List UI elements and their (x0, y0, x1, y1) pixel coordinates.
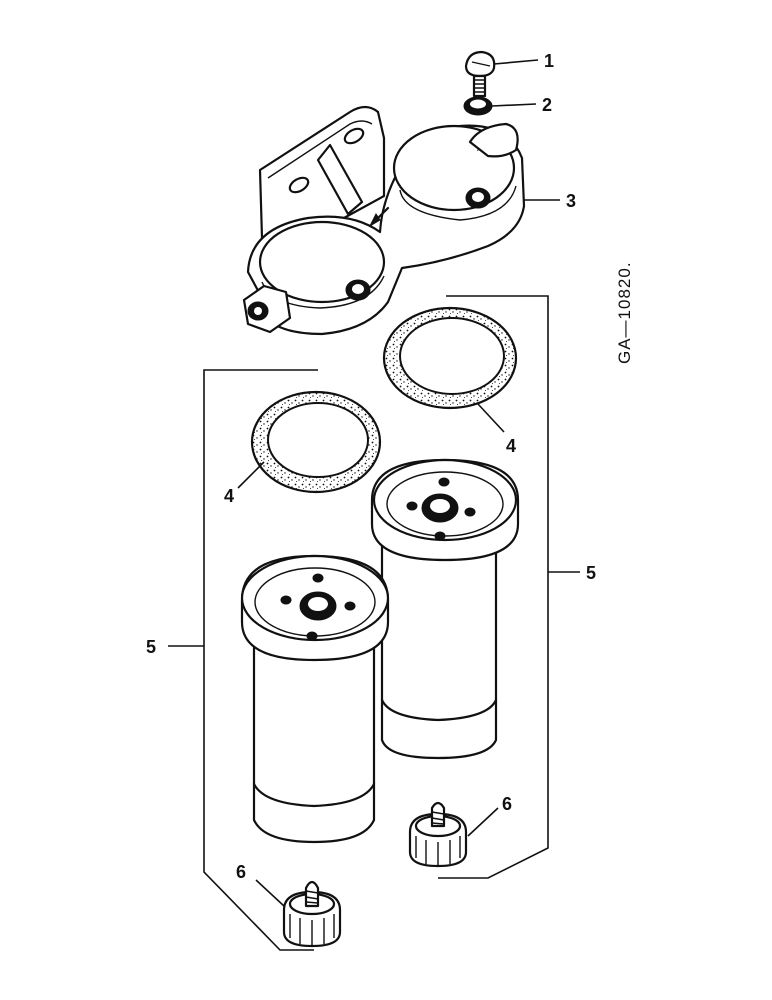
filter-element-icon-left (240, 554, 390, 844)
callout-6-left: 6 (236, 862, 246, 882)
drain-plug-icon-right (408, 801, 468, 868)
callout-4-lower: 4 (224, 486, 234, 506)
screw-icon (464, 50, 496, 98)
callout-5-right: 5 (586, 563, 596, 583)
callout-1: 1 (544, 51, 554, 71)
filter-element-icon-right (370, 458, 520, 760)
callout-4-upper: 4 (506, 436, 516, 456)
figure-reference-code: GA—10820. (615, 261, 634, 364)
gasket-icon-lower (250, 390, 382, 494)
drain-plug-icon-left (282, 880, 342, 948)
gasket-icon-upper (382, 306, 518, 410)
callout-2: 2 (542, 95, 552, 115)
filter-head-icon (242, 105, 526, 336)
callout-3: 3 (566, 191, 576, 211)
washer-icon (463, 96, 493, 116)
callout-6-right: 6 (502, 794, 512, 814)
leader-lines (168, 59, 580, 951)
callout-5-left: 5 (146, 637, 156, 657)
